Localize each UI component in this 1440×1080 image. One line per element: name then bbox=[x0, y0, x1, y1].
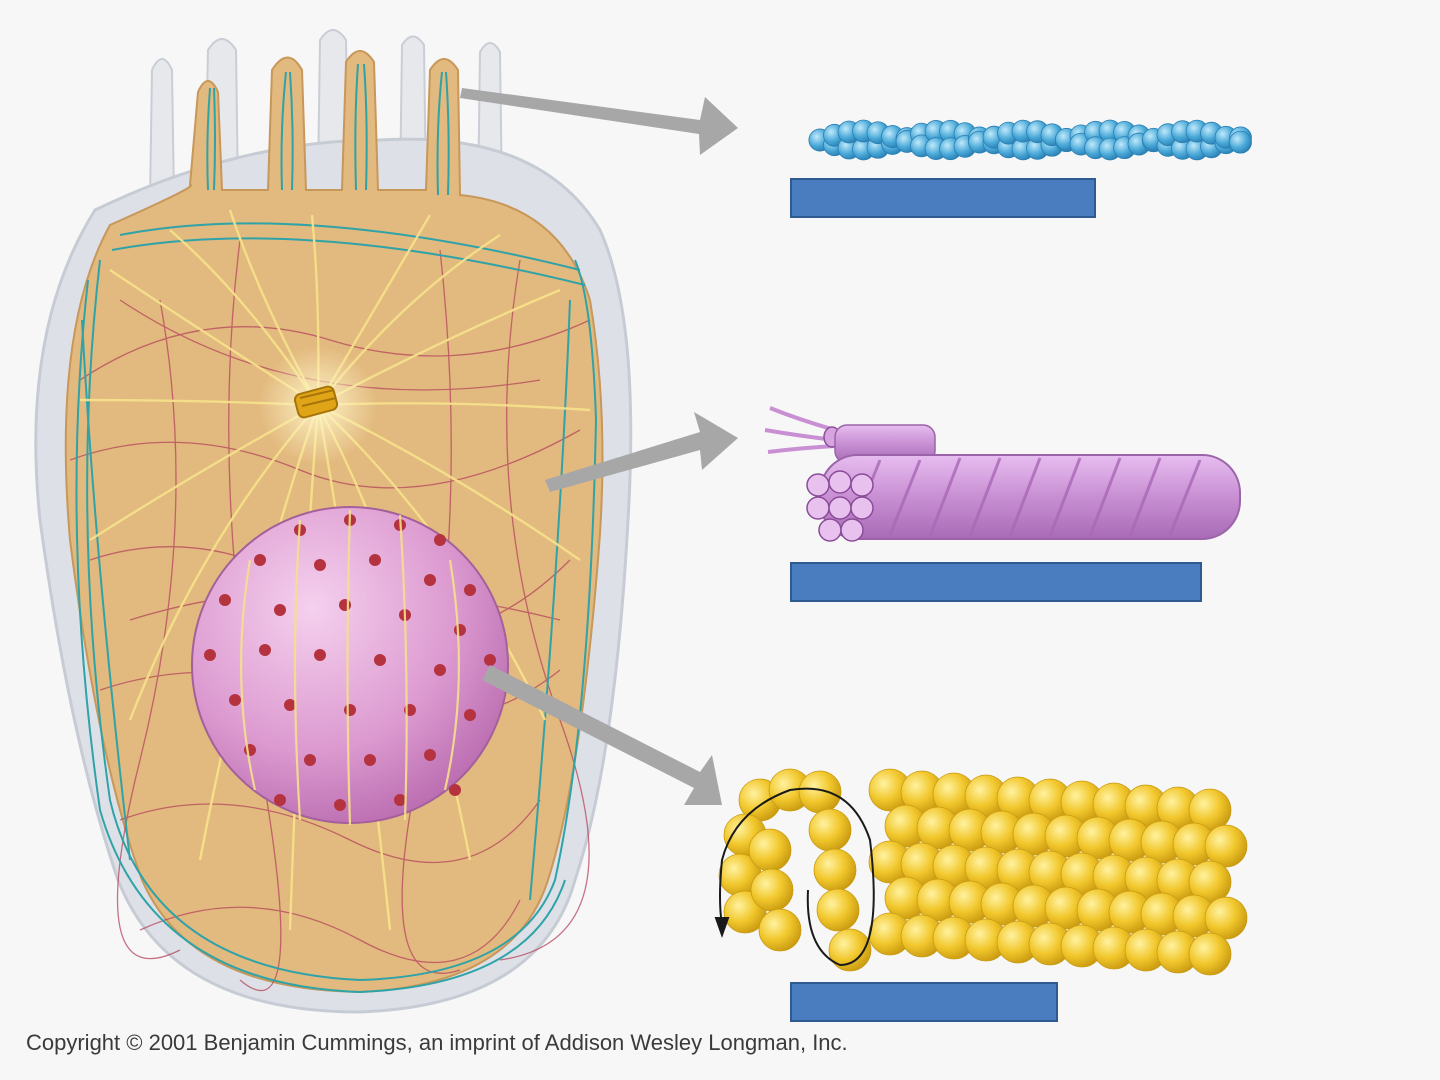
arrow-to-microtubule bbox=[482, 665, 722, 805]
label-box-microfilament[interactable] bbox=[790, 178, 1096, 218]
intermediate-filament-rope bbox=[764, 406, 1241, 542]
label-box-microtubule[interactable] bbox=[790, 982, 1058, 1022]
nuclear-pores bbox=[204, 514, 496, 811]
microtubule-tube bbox=[718, 768, 1248, 976]
microfilaments bbox=[75, 63, 598, 994]
microvilli bbox=[148, 29, 504, 201]
rotation-arrow bbox=[714, 787, 875, 967]
copyright-notice: Copyright © 2001 Benjamin Cummings, an i… bbox=[26, 1030, 848, 1055]
centrosome bbox=[258, 345, 378, 465]
microfilament-strand bbox=[808, 119, 1252, 161]
pointer-arrows bbox=[460, 88, 738, 805]
arrow-to-intermediate-filament bbox=[545, 412, 738, 492]
nucleus bbox=[191, 506, 509, 826]
cell-illustration bbox=[34, 29, 633, 1014]
arrow-to-microfilament bbox=[460, 88, 738, 155]
label-box-intermediate-filament[interactable] bbox=[790, 562, 1202, 602]
